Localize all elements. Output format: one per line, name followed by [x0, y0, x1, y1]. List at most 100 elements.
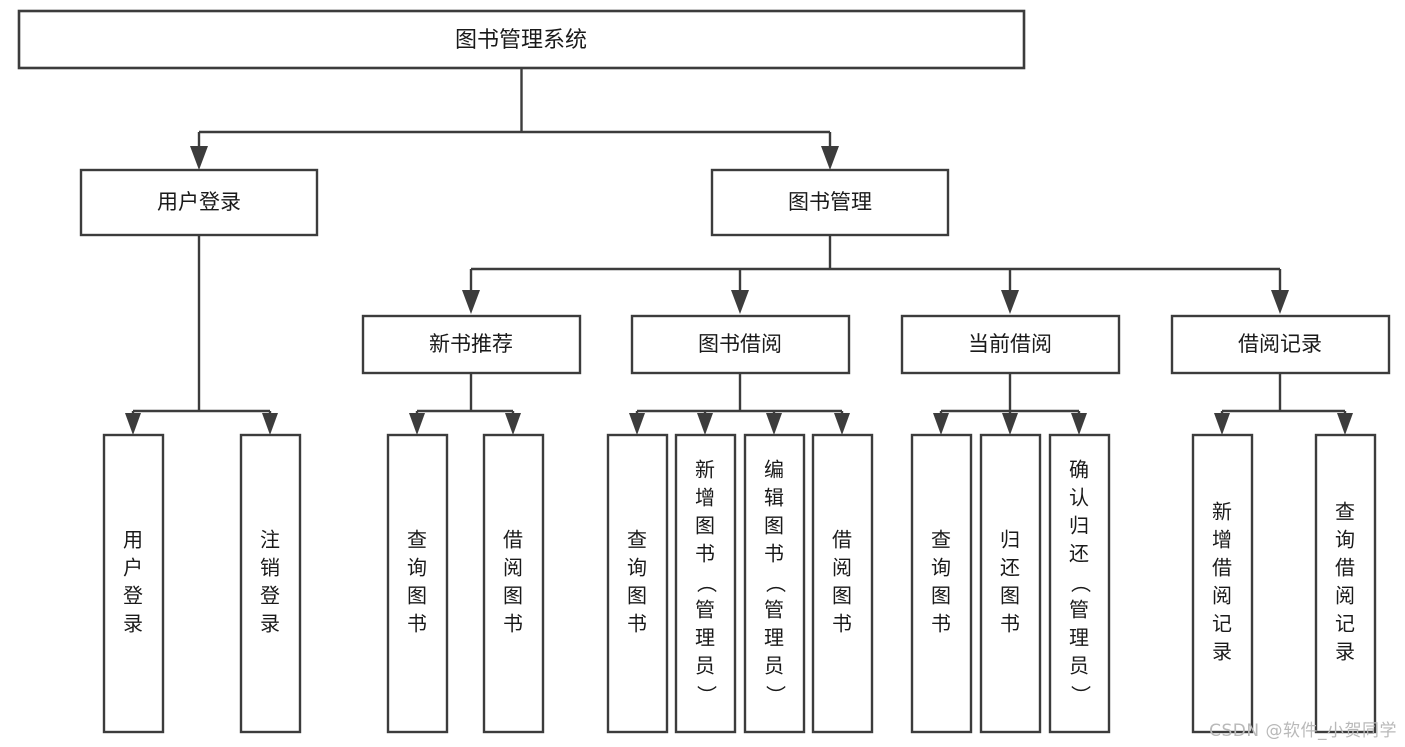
node-label-char: 借 [503, 528, 523, 552]
arrow-head-icon [462, 290, 480, 314]
node-current-borrow[interactable]: 当前借阅 [900, 314, 1121, 375]
node-box [1314, 433, 1377, 734]
node-label-char: 注 [260, 528, 280, 552]
node-label-char: ） [695, 685, 719, 705]
node-label-char: 查 [931, 528, 951, 552]
node-box [743, 433, 806, 734]
node-label-char: 管 [1069, 598, 1089, 622]
node-label-char: 录 [1212, 640, 1232, 664]
connector-new-book-recommend-to-leaves [409, 373, 521, 435]
node-label-char: 管 [695, 598, 715, 622]
node-label-char: （ [764, 573, 788, 593]
node-label-char: 记 [1335, 612, 1355, 636]
node-leaf-user-login[interactable]: 用户登录 [102, 433, 165, 734]
node-label-char: 询 [407, 556, 427, 580]
node-borrow-record[interactable]: 借阅记录 [1170, 314, 1391, 375]
node-label-char: （ [695, 573, 719, 593]
node-label-char: 阅 [832, 556, 852, 580]
node-label-char: 登 [123, 584, 143, 608]
node-root[interactable]: 图书管理系统 [17, 9, 1026, 70]
node-box [102, 433, 165, 734]
node-label-char: 书 [931, 612, 951, 636]
node-label: 图书管理 [788, 190, 872, 214]
node-label-char: 图 [503, 584, 523, 608]
arrow-head-icon [933, 413, 949, 435]
node-new-book-recommend[interactable]: 新书推荐 [361, 314, 582, 375]
node-label-char: 借 [832, 528, 852, 552]
node-label-char: 图 [832, 584, 852, 608]
arrow-head-icon [1001, 290, 1019, 314]
node-label-char: 书 [832, 612, 852, 636]
node-label-char: 还 [1069, 542, 1089, 566]
node-label-char: 辑 [764, 486, 784, 510]
node-label-char: 销 [260, 556, 280, 580]
arrow-head-icon [262, 413, 278, 435]
node-box [1170, 314, 1391, 375]
node-box [811, 433, 874, 734]
node-label-char: 户 [123, 556, 143, 580]
node-label-char: 图 [764, 514, 784, 538]
node-box [674, 433, 737, 734]
node-label-char: 用 [123, 528, 143, 552]
node-label-char: 借 [1212, 556, 1232, 580]
arrow-head-icon [766, 413, 782, 435]
node-box [482, 433, 545, 734]
arrow-head-icon [1271, 290, 1289, 314]
node-label-char: 借 [1335, 556, 1355, 580]
node-user-login[interactable]: 用户登录 [79, 168, 319, 237]
node-label-char: 书 [1000, 612, 1020, 636]
node-label-char: 员 [764, 654, 784, 678]
connector-root-to-level2 [190, 68, 839, 170]
node-label: 借阅记录 [1238, 332, 1322, 356]
node-label: 用户登录 [157, 190, 241, 214]
node-book-manage[interactable]: 图书管理 [710, 168, 950, 237]
arrow-head-icon [629, 413, 645, 435]
node-label-char: 图 [627, 584, 647, 608]
node-label-char: （ [1069, 573, 1093, 593]
node-box [606, 433, 669, 734]
node-label-char: 理 [764, 626, 784, 650]
node-label-char: 员 [1069, 654, 1089, 678]
node-label-char: 图 [931, 584, 951, 608]
node-label-char: 阅 [1335, 584, 1355, 608]
connector-book-manage-to-level3 [462, 235, 1289, 314]
node-label-char: 查 [407, 528, 427, 552]
node-label: 新书推荐 [429, 332, 513, 356]
node-label-char: 归 [1000, 528, 1020, 552]
node-box [910, 433, 973, 734]
node-label-char: 录 [260, 612, 280, 636]
node-book-borrow[interactable]: 图书借阅 [630, 314, 851, 375]
node-label-char: 归 [1069, 514, 1089, 538]
node-label-char: 员 [695, 654, 715, 678]
node-label-char: 图 [407, 584, 427, 608]
node-label-char: 书 [764, 542, 784, 566]
node-box [1048, 433, 1111, 734]
node-label-char: ） [1069, 685, 1093, 705]
node-label-char: 阅 [1212, 584, 1232, 608]
node-label-char: 图 [695, 514, 715, 538]
node-label-char: 询 [1335, 528, 1355, 552]
arrow-head-icon [125, 413, 141, 435]
connector-borrow-record-to-leaves [1214, 373, 1353, 435]
node-label-char: ） [764, 685, 788, 705]
